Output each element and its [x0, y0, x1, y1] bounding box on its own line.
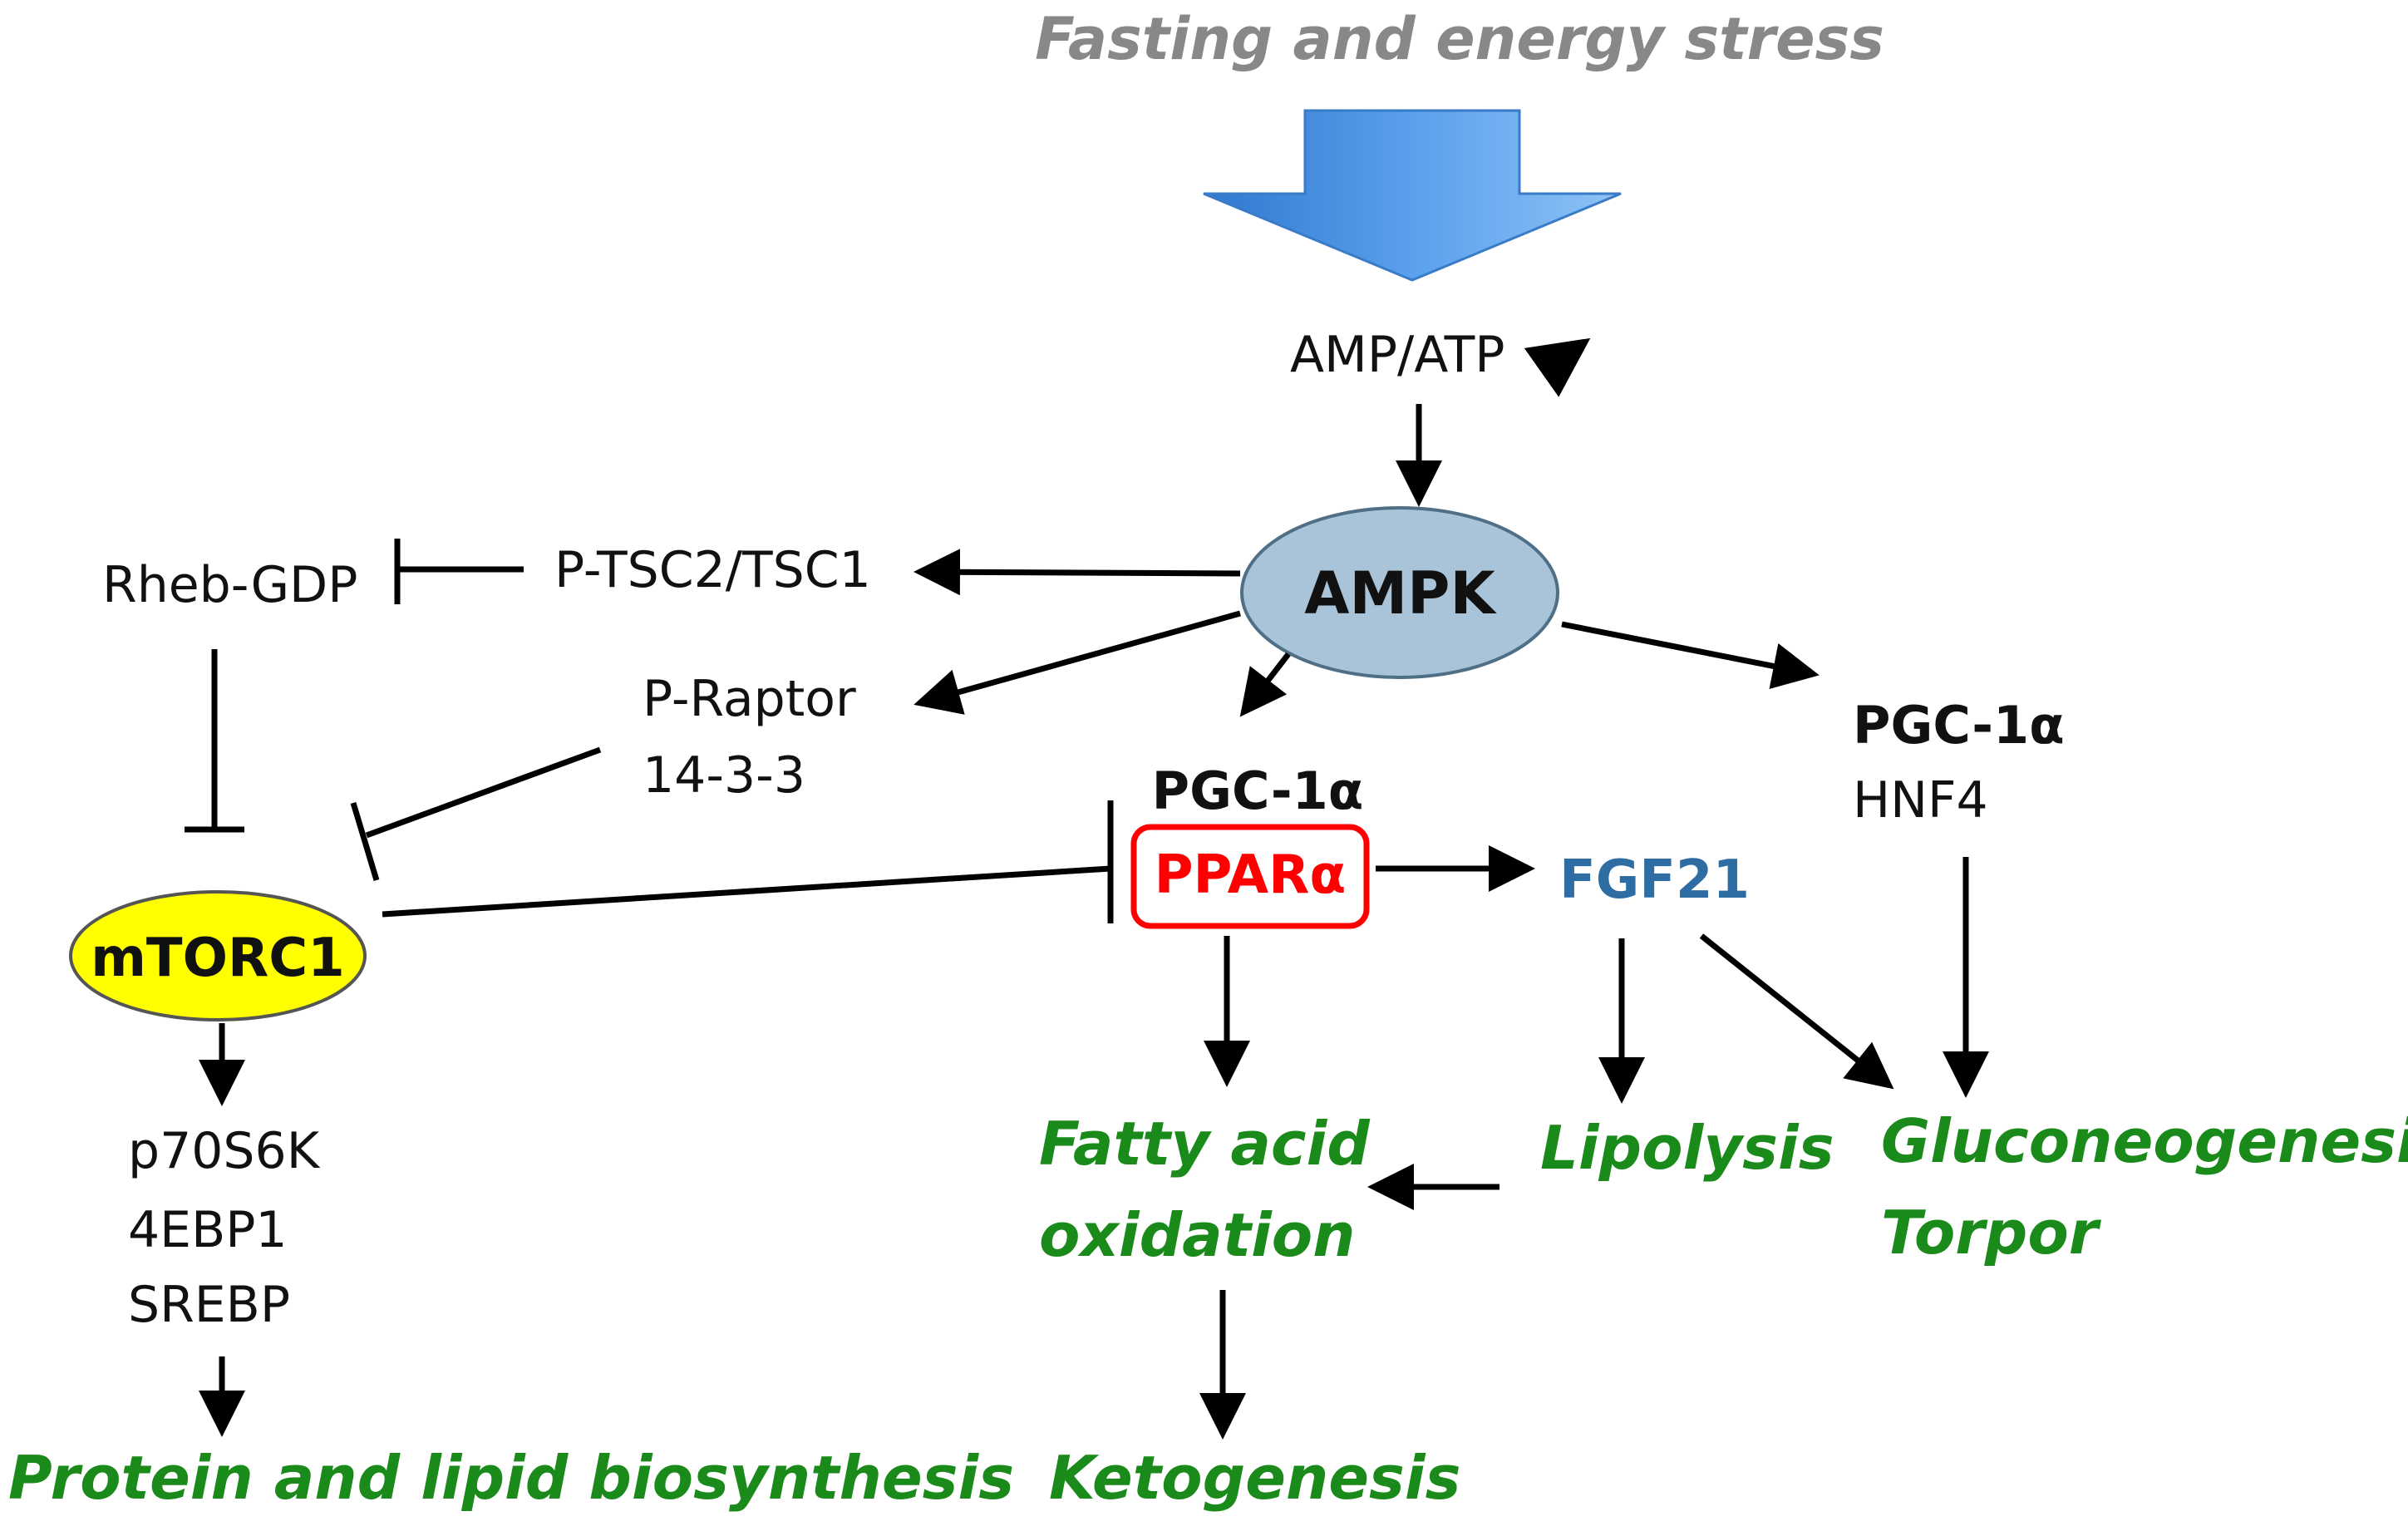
4ebp1-label: 4EBP1 — [128, 1201, 288, 1259]
srebp-label: SREBP — [128, 1276, 291, 1334]
p70s6k-label: p70S6K — [128, 1122, 320, 1180]
p-raptor-label: P-Raptor — [643, 670, 856, 728]
arrow-ampk-to-raptor — [913, 610, 1241, 715]
arrow-ampk-to-pgc — [1239, 652, 1291, 717]
pgc-1a-right-label: PGC-1α — [1853, 695, 2065, 756]
mtorc1-label: mTORC1 — [91, 928, 345, 989]
fgf21-label: FGF21 — [1559, 849, 1751, 911]
p-tsc2-label: P-TSC2/TSC1 — [554, 541, 871, 599]
14-3-3-label: 14-3-3 — [643, 746, 805, 805]
ketogenesis-label: Ketogenesis — [1049, 1443, 1461, 1513]
mtorc1-ellipse — [69, 890, 367, 1021]
torpor-label: Torpor — [1881, 1198, 2099, 1268]
arrow-ampk-to-pgc-right — [1561, 621, 1820, 689]
pgc-1a-center-label: PGC-1α — [1151, 761, 1364, 821]
ampk-label: AMPK — [1304, 559, 1495, 628]
ampk-ellipse — [1240, 506, 1559, 679]
arrow-ampk-to-tsc2 — [913, 549, 1241, 596]
inhibit-bar-mtorc1-right — [350, 801, 380, 882]
arrow-fgf21-to-gluco — [1699, 933, 1894, 1090]
big-down-arrow — [1203, 109, 1622, 282]
gluconeogenesis-label: Gluconeogenesis — [1881, 1106, 2408, 1176]
amp-increase-arrow — [1524, 337, 1591, 397]
oxidation-label: oxidation — [1039, 1200, 1356, 1270]
ppar-box — [1130, 824, 1370, 929]
lipolysis-label: Lipolysis — [1540, 1113, 1834, 1183]
ppar-alpha-label: PPARα — [1154, 844, 1347, 906]
hnf4-label: HNF4 — [1853, 771, 1988, 829]
inhibit-mtorc1-to-ppar — [382, 865, 1111, 918]
inhibit-raptor-to-mtorc1 — [365, 746, 602, 839]
fatty-acid-label: Fatty acid — [1039, 1109, 1370, 1179]
diagram-title: Fasting and energy stress — [1035, 5, 1884, 73]
protein-lipid-biosynthesis-label: Protein and lipid biosynthesis — [8, 1443, 1015, 1513]
rheb-gdp-label: Rheb-GDP — [102, 556, 358, 614]
amp-atp-label: AMP/ATP — [1290, 326, 1505, 384]
